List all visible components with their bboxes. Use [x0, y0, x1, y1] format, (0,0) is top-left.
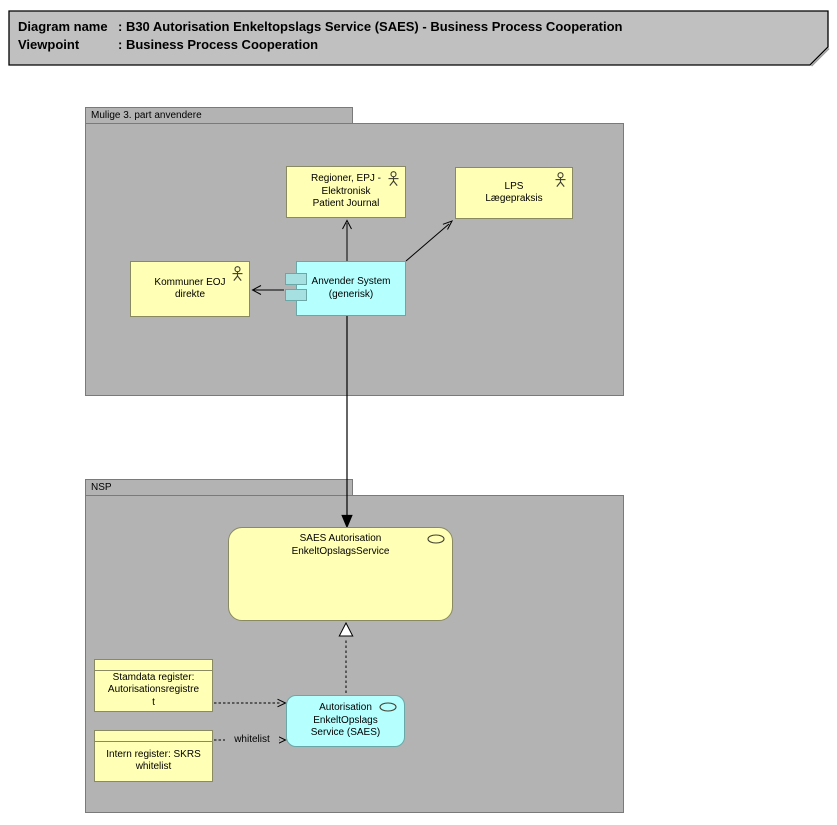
group-body-mulige-3-part-anvendere[interactable] [85, 123, 624, 396]
service-icon [427, 534, 445, 544]
object-band [95, 660, 212, 671]
actor-icon [555, 172, 566, 187]
actor-regioner-epj-label: Regioner, EPJ - Elektronisk Patient Jour… [310, 173, 382, 210]
diagram-name-row: Diagram name : B30 Autorisation Enkeltops… [18, 18, 819, 36]
actor-kommuner-eoj[interactable]: Kommuner EOJ direkte [130, 261, 250, 317]
object-stamdata-label: Stamdata register: Autorisationsregistre… [107, 671, 200, 708]
actor-lps-laegepraksis[interactable]: LPS Lægepraksis [455, 167, 573, 219]
whitelist-relationship-label: whitelist [225, 733, 279, 746]
title-note: Diagram name : B30 Autorisation Enkeltops… [9, 11, 819, 65]
service-icon [379, 702, 397, 712]
title-note-shape [8, 10, 830, 67]
group-tab-nsp[interactable]: NSP [85, 479, 353, 496]
note-fold [810, 47, 830, 67]
viewpoint-label: Viewpoint [18, 37, 80, 52]
component-icon [285, 273, 307, 301]
actor-icon [232, 266, 243, 281]
object-intern-register-skrs[interactable]: Intern register: SKRS whitelist [94, 730, 213, 782]
service-autorisation-enkeltopslagsservice-saes[interactable]: Autorisation EnkeltOpslags Service (SAES… [286, 695, 405, 747]
viewpoint-row: Viewpoint : Business Process Cooperation [18, 36, 819, 54]
object-stamdata-register[interactable]: Stamdata register: Autorisationsregistre… [94, 659, 213, 712]
viewpoint-value: : Business Process Cooperation [118, 37, 319, 52]
group-tab-mulige-3-part-anvendere[interactable]: Mulige 3. part anvendere [85, 107, 353, 124]
actor-kommuner-eoj-label: Kommuner EOJ direkte [154, 276, 226, 301]
diagram-name-value: : B30 Autorisation Enkeltopslags Service… [118, 19, 623, 34]
object-intern-label: Intern register: SKRS whitelist [106, 748, 201, 773]
service-saes-label: SAES Autorisation EnkeltOpslagsService [291, 533, 390, 557]
service-saes-autorisation-enkeltopslagsservice[interactable]: SAES Autorisation EnkeltOpslagsService [228, 527, 453, 621]
component-anvender-system[interactable]: Anvender System (generisk) [285, 261, 406, 316]
actor-regioner-epj[interactable]: Regioner, EPJ - Elektronisk Patient Jour… [286, 166, 406, 218]
actor-lps-label: LPS Lægepraksis [485, 180, 543, 205]
object-band [95, 731, 212, 742]
diagram-name-label: Diagram name [18, 19, 108, 34]
service-autorisation-label: Autorisation EnkeltOpslags Service (SAES… [310, 702, 381, 739]
actor-icon [388, 171, 399, 186]
component-anvender-system-label: Anvender System (generisk) [311, 276, 391, 300]
